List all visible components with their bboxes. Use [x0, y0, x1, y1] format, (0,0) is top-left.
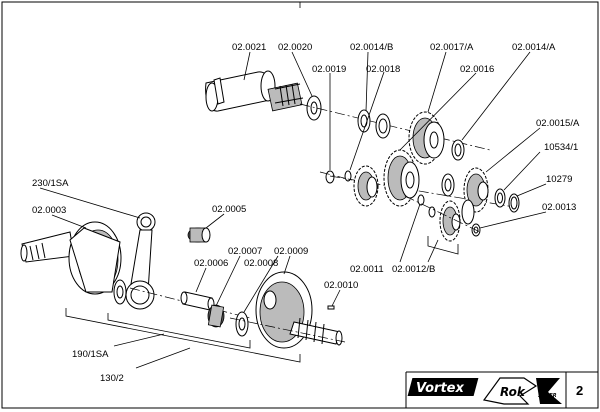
- clip-02-0018: [344, 170, 352, 182]
- svg-text:Rok: Rok: [500, 385, 526, 399]
- callout-02-0011: 02.0011: [350, 264, 384, 275]
- crank-half-02-0003: [20, 221, 122, 295]
- bracket-190-1sa: [107, 313, 251, 349]
- washer-02-0020: [306, 95, 322, 121]
- callout-02-0018: 02.0018: [366, 64, 400, 75]
- callout-02-0014-b: 02.0014/B: [350, 42, 393, 53]
- crankshaft-axis: [229, 317, 346, 343]
- page-number: 2: [576, 383, 583, 398]
- callout-02-0008: 02.0008: [244, 258, 278, 269]
- washer-230-1sa: [113, 279, 127, 305]
- circlip-10279: [508, 193, 520, 213]
- callout-02-0020: 02.0020: [278, 42, 312, 53]
- callout-02-0003: 02.0003: [32, 205, 66, 216]
- callout-02-0013: 02.0013: [542, 202, 576, 213]
- callout-10534-1: 10534/1: [544, 142, 578, 153]
- washer-02-0014-b: [357, 109, 391, 139]
- callout-02-0007: 02.0007: [228, 246, 262, 257]
- gear-02-0017-a: [408, 111, 445, 165]
- vortex-logo: Vortex: [407, 378, 479, 396]
- crank-half-02-0009: [255, 271, 343, 349]
- callout-02-0016: 02.0016: [460, 64, 494, 75]
- gear-02-0012-b: [417, 194, 475, 242]
- svg-text:Vortex: Vortex: [416, 381, 464, 396]
- callout-130-2: 130/2: [100, 373, 124, 384]
- callout-230-1sa: 230/1SA: [32, 178, 69, 189]
- title-block: Vortex Rok SUPER 2: [405, 371, 598, 408]
- callout-02-0006: 02.0006: [194, 258, 228, 269]
- bracket-130-2: [65, 308, 301, 363]
- callout-10279: 10279: [546, 174, 572, 185]
- bracket-02-0011-02-0012b: [427, 236, 459, 255]
- washer-02-0008: [235, 311, 249, 337]
- bearing-02-0005: [187, 227, 211, 243]
- washer-02-0011: [441, 173, 455, 197]
- callout-02-0009: 02.0009: [274, 246, 308, 257]
- callout-02-0012-b: 02.0012/B: [392, 264, 435, 275]
- gear-02-0016: [353, 149, 420, 207]
- callout-02-0019: 02.0019: [312, 64, 346, 75]
- main-shaft-02-0021: [205, 70, 304, 112]
- key-02-0010: [327, 305, 335, 310]
- callout-02-0015-a: 02.0015/A: [536, 118, 580, 129]
- callout-02-0017-a: 02.0017/A: [430, 42, 474, 53]
- bearing-02-0007: [207, 304, 225, 328]
- washer-02-0014-a: [451, 139, 465, 161]
- super-rok-logo: Rok SUPER: [482, 377, 562, 405]
- callout-02-0021: 02.0021: [232, 42, 266, 53]
- callout-02-0010: 02.0010: [324, 280, 358, 291]
- callout-190-1sa: 190/1SA: [72, 349, 109, 360]
- callout-02-0014-a: 02.0014/A: [512, 42, 556, 53]
- washer-10534-1: [494, 188, 506, 208]
- connecting-rod-230-1sa: [125, 212, 156, 310]
- callout-02-0005: 02.0005: [212, 204, 246, 215]
- lower-shaft-axis: [404, 195, 481, 233]
- leader-lines: [39, 51, 547, 369]
- crank-pin-02-0006: [180, 291, 215, 311]
